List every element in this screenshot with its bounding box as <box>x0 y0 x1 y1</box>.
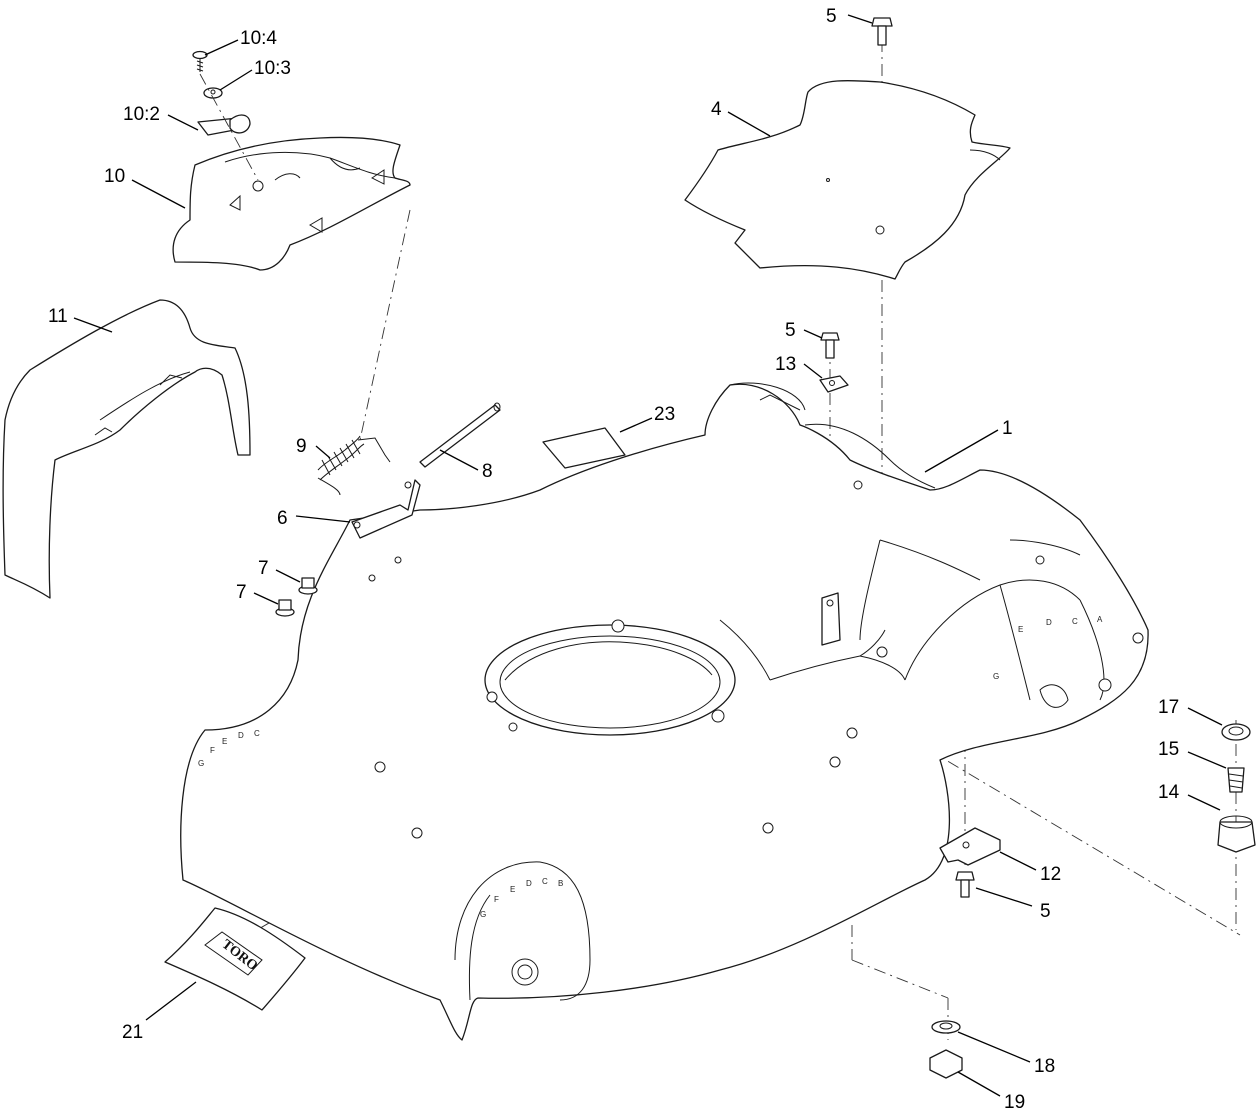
height-letter: E <box>510 885 515 894</box>
callout-5: 5 <box>826 6 837 27</box>
callout-labels: 10:4 10:3 10:2 10 11 9 8 6 7 7 5 4 5 13 … <box>48 6 1180 1113</box>
callout-14: 14 <box>1158 782 1180 803</box>
torsion-spring <box>317 435 391 496</box>
leader-lines <box>73 14 1227 1097</box>
height-letter: E <box>1018 625 1023 634</box>
callout-19: 19 <box>1004 1092 1025 1113</box>
height-letter: G <box>993 672 999 681</box>
callout-6: 6 <box>277 508 288 529</box>
callout-18: 18 <box>1034 1056 1055 1077</box>
height-letter: C <box>254 729 260 738</box>
height-adjust-markings: E D C A G G F E D C G F E D C B <box>198 615 1103 919</box>
nut-clip <box>819 375 849 393</box>
discharge-door-assembly <box>172 50 411 271</box>
callout-21: 21 <box>122 1022 143 1043</box>
height-letter: D <box>238 731 244 740</box>
callout-4: 4 <box>711 99 722 120</box>
height-letter: C <box>1072 617 1078 626</box>
callout-13: 13 <box>775 354 796 375</box>
callout-15: 15 <box>1158 739 1179 760</box>
rear-logo-decal: TORO <box>164 907 306 1011</box>
callout-17: 17 <box>1158 697 1179 718</box>
callout-10-3: 10:3 <box>254 58 291 79</box>
callout-23: 23 <box>654 404 675 425</box>
anchor-plate <box>939 827 1001 866</box>
hex-bolts <box>820 17 975 898</box>
callout-5: 5 <box>785 320 796 341</box>
callout-11: 11 <box>48 306 68 327</box>
callout-8: 8 <box>482 461 493 482</box>
height-letter: C <box>542 877 548 886</box>
height-letter: D <box>526 879 532 888</box>
callout-1: 1 <box>1002 418 1013 439</box>
height-letter: E <box>222 737 227 746</box>
side-chute-cover <box>2 299 251 599</box>
callout-9: 9 <box>296 436 307 457</box>
mower-deck-housing <box>180 382 1149 1041</box>
callout-7: 7 <box>258 558 269 579</box>
height-letter: B <box>558 879 563 888</box>
callout-7: 7 <box>236 582 247 603</box>
washer-and-nut <box>929 1020 963 1079</box>
height-letter: A <box>1097 615 1103 624</box>
height-letter: G <box>198 759 204 768</box>
callout-5: 5 <box>1040 901 1051 922</box>
height-letter: F <box>210 746 215 755</box>
height-letter: G <box>480 910 486 919</box>
callout-10: 10 <box>104 166 125 187</box>
height-letter: D <box>1046 618 1052 627</box>
top-shield-plate <box>684 79 1011 280</box>
flange-bolts <box>275 577 318 617</box>
callout-10-4: 10:4 <box>240 28 277 49</box>
height-letter: F <box>494 895 499 904</box>
callout-10-2: 10:2 <box>123 104 160 125</box>
door-hinge-rod <box>419 402 501 468</box>
deck-decal <box>542 427 626 469</box>
washout-port-assembly <box>1217 723 1256 853</box>
callout-12: 12 <box>1040 864 1061 885</box>
hinge-bracket <box>351 479 421 539</box>
